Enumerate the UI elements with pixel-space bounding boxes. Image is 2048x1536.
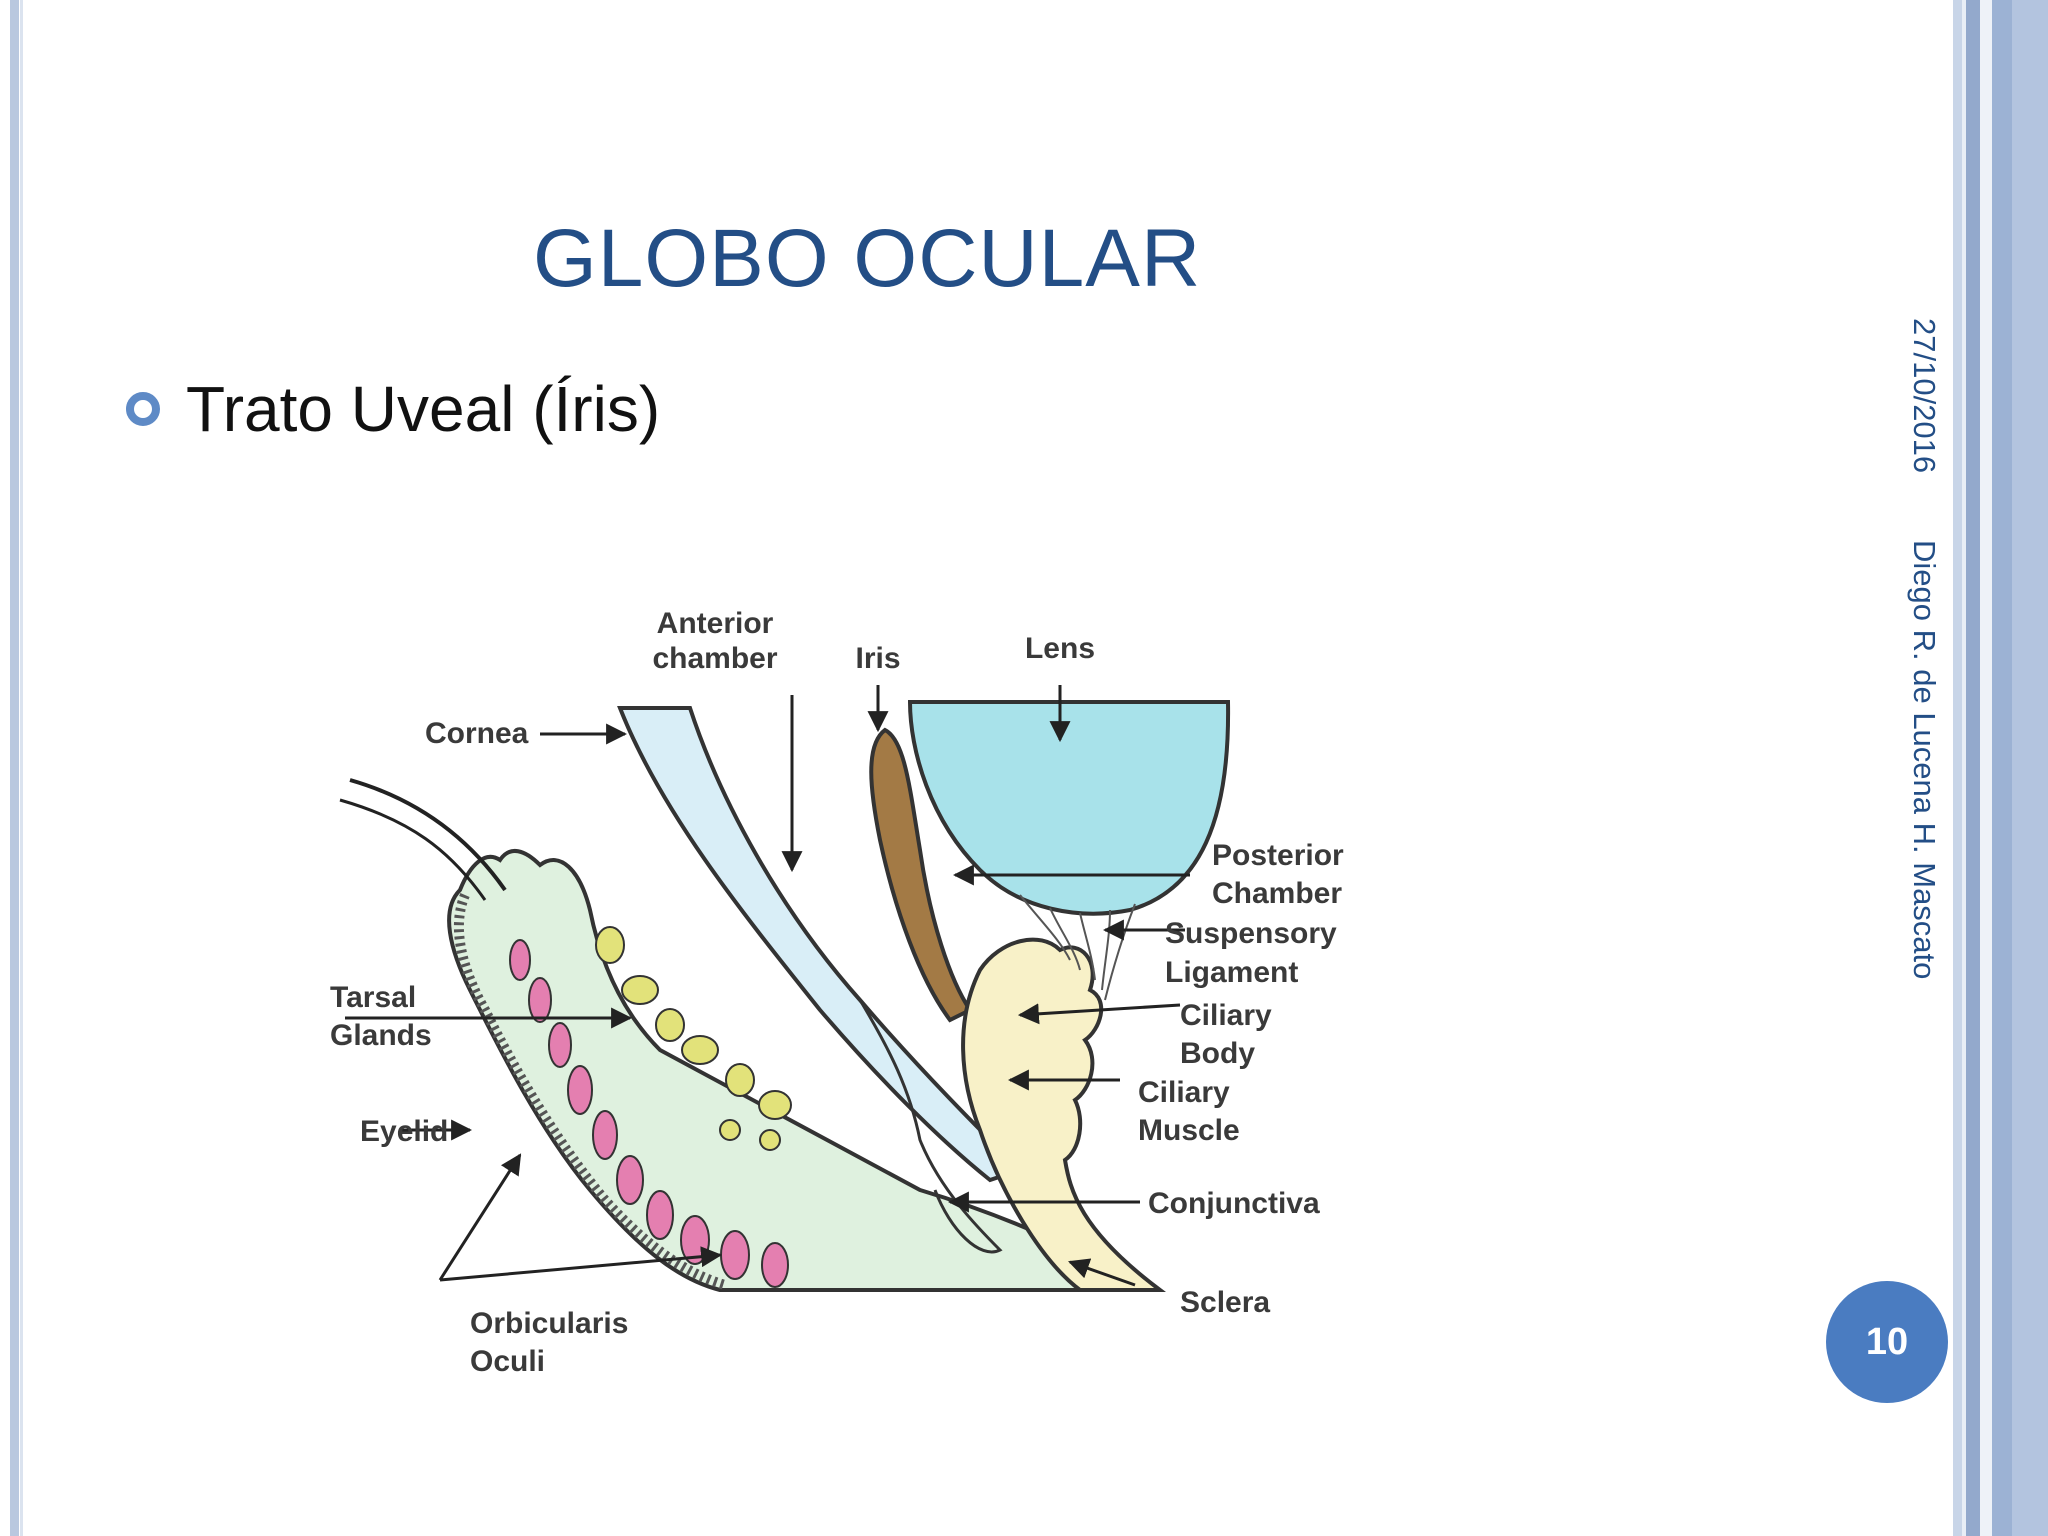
leader-lines [345, 685, 1190, 1287]
label-cornea: Cornea [425, 717, 529, 750]
label-tarsal-glands: Glands [330, 1019, 432, 1052]
right-border-band [2012, 0, 2048, 1536]
label-posterior-chamber: Chamber [1212, 877, 1342, 910]
label-lens: Lens [1025, 632, 1095, 665]
label-orbicularis-oculi: Oculi [470, 1345, 545, 1378]
label-eyelid: Eyelid [360, 1115, 448, 1148]
right-border-band [1962, 0, 1966, 1536]
bullet-item: Trato Uveal (Íris) [126, 372, 660, 446]
label-iris: Iris [855, 642, 900, 675]
orbicularis-muscle [509, 939, 789, 1288]
label-ciliary-muscle: Ciliary [1138, 1076, 1230, 1109]
left-border [10, 0, 19, 1536]
label-ciliary-body: Ciliary [1180, 999, 1272, 1032]
eyelash-curve [349, 778, 507, 892]
right-border-band [1953, 0, 1962, 1536]
page-number-badge: 10 [1826, 1281, 1948, 1403]
slide-title: GLOBO OCULAR [533, 213, 1202, 304]
right-border-band [1992, 0, 2012, 1536]
label-posterior-chamber: Posterior [1212, 839, 1344, 872]
label-anterior-chamber: chamber [652, 642, 777, 675]
tarsal-glands [595, 926, 792, 1151]
bullet-ring-icon [126, 392, 160, 426]
slide-date: 27/10/2016 [1907, 318, 1942, 474]
left-border-inner [20, 0, 23, 1536]
eyelid-epidermis [453, 893, 727, 1290]
label-conjunctiva: Conjunctiva [1148, 1187, 1320, 1220]
iris-shape [869, 727, 973, 1023]
eyelash-curve [339, 798, 487, 901]
label-suspensory-ligament: Suspensory [1165, 917, 1337, 950]
label-ciliary-body: Body [1180, 1037, 1255, 1070]
label-suspensory-ligament: Ligament [1165, 956, 1298, 989]
label-tarsal-glands: Tarsal [330, 981, 416, 1014]
right-border-band [1966, 0, 1980, 1536]
slide-author: Diego R. de Lucena H. Mascato [1907, 540, 1942, 980]
bullet-text: Trato Uveal (Íris) [186, 373, 661, 445]
label-anterior-chamber: Anterior [657, 607, 774, 640]
eye-anatomy-diagram: Anterior chamber Iris Lens Cornea Poster… [330, 607, 1344, 1378]
lens-shape [907, 700, 1231, 916]
right-border-band [1980, 0, 1992, 1536]
suspensory-fibers [1019, 894, 1136, 1001]
label-ciliary-muscle: Muscle [1138, 1114, 1240, 1147]
label-sclera: Sclera [1180, 1286, 1270, 1319]
label-orbicularis-oculi: Orbicularis [470, 1307, 628, 1340]
